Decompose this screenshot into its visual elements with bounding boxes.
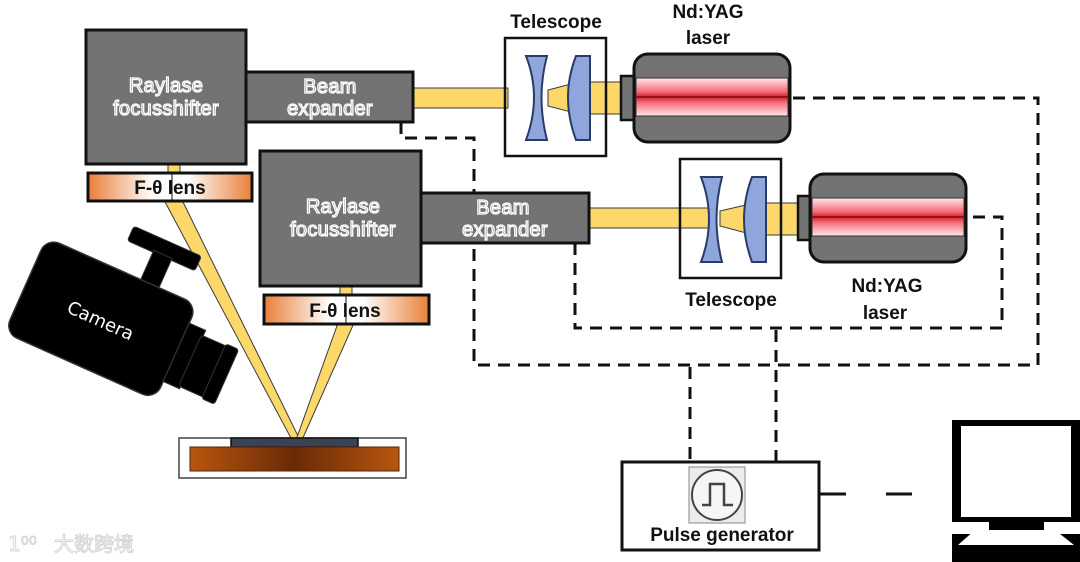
laser-top-label-1: Nd:YAG xyxy=(672,2,743,23)
sample-base xyxy=(189,446,400,472)
beam-expander-top-label-1: Beam xyxy=(303,76,356,98)
beam-cone-bottom xyxy=(295,322,355,441)
focusshifter-top-label-1: Raylase xyxy=(129,75,203,97)
camera: Camera xyxy=(8,226,239,404)
telescope-bottom-label: Telescope xyxy=(685,290,777,311)
concave-lens-icon xyxy=(699,176,724,263)
watermark-logo: 1⁰⁰ xyxy=(8,532,37,556)
laser-bottom-label-1: Nd:YAG xyxy=(851,276,922,297)
beam-segment xyxy=(588,207,710,229)
laser-top-label-2: laser xyxy=(686,28,731,49)
sample-substrate-icon xyxy=(230,437,359,448)
beam-expander-top xyxy=(244,70,415,124)
telescope-top xyxy=(503,36,608,158)
beam-expander-bottom xyxy=(419,191,591,245)
pulse-icon-circle xyxy=(691,469,743,521)
beam-segment xyxy=(412,87,509,109)
trigger-lines xyxy=(399,96,1040,496)
laser-bottom-label-2: laser xyxy=(863,303,908,324)
monitor-icon xyxy=(952,420,1080,562)
f-theta-lens-top-label: F-θ lens xyxy=(134,178,206,199)
focusshifter-bottom-label-1: Raylase xyxy=(306,196,380,218)
top-laser-system: Raylase focusshifter Beam expander F-θ l… xyxy=(84,2,792,203)
watermark-text: 大数跨境 xyxy=(54,532,134,556)
beam-expander-bottom-label-2: expander xyxy=(462,219,548,241)
camera-lens-rim-icon xyxy=(202,344,239,404)
keyboard-icon xyxy=(958,530,1074,545)
convex-lens-icon xyxy=(567,55,591,141)
telescope-bottom xyxy=(678,157,783,280)
f-theta-lens-bottom-label: F-θ lens xyxy=(309,301,381,322)
monitor-screen xyxy=(961,426,1071,517)
focusshifter-bottom xyxy=(258,149,423,288)
trigger-line-bottom-system xyxy=(573,215,1004,330)
trigger-line-top-system xyxy=(399,96,1040,367)
concave-lens-icon xyxy=(524,55,549,141)
f-theta-lens-top xyxy=(86,171,254,203)
pulse-waveform-icon xyxy=(702,482,733,507)
pulse-generator: Pulse generator xyxy=(620,460,821,552)
focusshifter-top xyxy=(84,28,248,166)
pulse-generator-label: Pulse generator xyxy=(650,525,794,546)
beam-expander-top-label-2: expander xyxy=(287,98,373,120)
sample-stage xyxy=(178,437,407,479)
watermark: 1⁰⁰ 大数跨境 xyxy=(8,532,135,557)
convex-lens-icon xyxy=(743,176,767,263)
beam-expander-bottom-label-1: Beam xyxy=(476,197,529,219)
telescope-top-label: Telescope xyxy=(510,12,602,33)
bottom-laser-system: Raylase focusshifter Beam expander F-θ l… xyxy=(258,149,968,326)
focusshifter-bottom-label-2: focusshifter xyxy=(290,219,396,241)
focusshifter-top-label-2: focusshifter xyxy=(113,98,219,120)
